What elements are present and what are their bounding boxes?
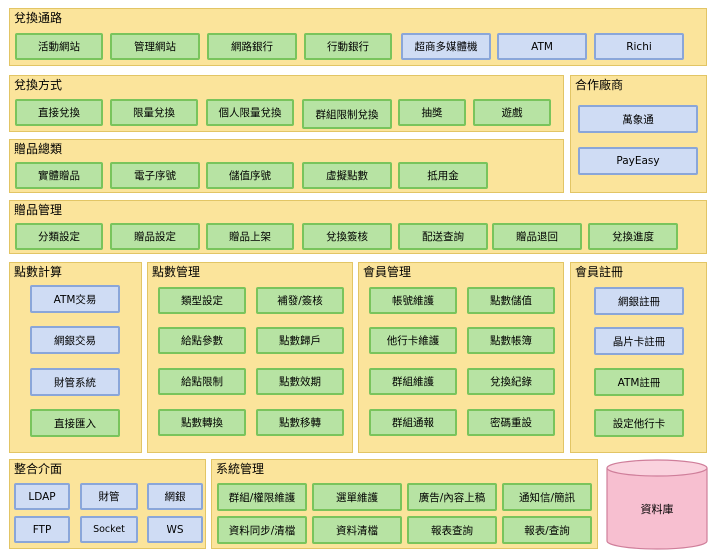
method-game[interactable]: 遊戲 — [473, 99, 551, 126]
gift-mgmt-settings[interactable]: 贈品設定 — [110, 223, 200, 250]
panel-redeem-methods: 兌換方式 直接兌換 限量兌換 個人限量兌換 群組限制兌換 抽獎 遊戲 — [9, 75, 564, 132]
partner-payeasy[interactable]: PayEasy — [578, 147, 698, 175]
gift-mgmt-return[interactable]: 贈品退回 — [492, 223, 582, 250]
sys-group-permission[interactable]: 群組/權限維護 — [217, 483, 307, 511]
panel-gift-management: 贈品管理 分類設定 贈品設定 贈品上架 兌換簽核 配送查詢 贈品退回 兌換進度 — [9, 200, 707, 254]
member-points-topup[interactable]: 點數儲值 — [467, 287, 555, 314]
panel-title: 兌換通路 — [14, 11, 63, 25]
register-other-card[interactable]: 設定他行卡 — [594, 409, 684, 437]
points-account-merge[interactable]: 點數歸戶 — [256, 327, 344, 354]
panel-title: 會員註冊 — [575, 265, 624, 279]
gift-mgmt-delivery[interactable]: 配送查詢 — [398, 223, 488, 250]
calc-atm[interactable]: ATM交易 — [30, 285, 120, 313]
database-icon: 資料庫 — [606, 459, 708, 550]
register-netbank[interactable]: 網銀註冊 — [594, 287, 684, 315]
sys-data-sync[interactable]: 資料同步/清檔 — [217, 516, 307, 544]
panel-title: 合作廠商 — [575, 78, 624, 92]
panel-points-calc: 點數計算 ATM交易 網銀交易 財管系統 直接匯入 — [9, 262, 142, 453]
sys-report-lookup[interactable]: 報表/查詢 — [502, 516, 592, 544]
partner-wanxiangtong[interactable]: 萬象通 — [578, 105, 698, 133]
member-other-card-maint[interactable]: 他行卡維護 — [369, 327, 457, 354]
panel-title: 贈品管理 — [14, 203, 63, 217]
panel-title: 點數管理 — [152, 265, 201, 279]
member-group-notice[interactable]: 群組通報 — [369, 409, 457, 436]
calc-netbank[interactable]: 網銀交易 — [30, 326, 120, 354]
gift-mgmt-category[interactable]: 分類設定 — [15, 223, 103, 250]
sys-ad-content[interactable]: 廣告/內容上稿 — [407, 483, 497, 511]
method-personal-limited[interactable]: 個人限量兌換 — [206, 99, 294, 126]
points-reissue-approve[interactable]: 補發/簽核 — [256, 287, 344, 314]
gift-mgmt-approval[interactable]: 兌換簽核 — [302, 223, 392, 250]
panel-title: 會員管理 — [363, 265, 412, 279]
panel-integration: 整合介面 LDAP 財管 網銀 FTP Socket WS — [9, 459, 206, 549]
gift-voucher[interactable]: 抵用金 — [398, 162, 488, 189]
panel-redeem-channels: 兌換通路 活動網站 管理網站 網路銀行 行動銀行 超商多媒體機 ATM Rich… — [9, 8, 707, 66]
sys-report-query[interactable]: 報表查詢 — [407, 516, 497, 544]
member-group-maint[interactable]: 群組維護 — [369, 368, 457, 395]
integration-ws[interactable]: WS — [147, 516, 203, 543]
points-type-settings[interactable]: 類型設定 — [158, 287, 246, 314]
register-atm[interactable]: ATM註冊 — [594, 368, 684, 396]
gift-stored-serial[interactable]: 儲值序號 — [206, 162, 294, 189]
points-transfer[interactable]: 點數移轉 — [256, 409, 344, 436]
panel-points-management: 點數管理 類型設定 補發/簽核 給點參數 點數歸戶 給點限制 點數效期 點數轉換… — [147, 262, 353, 453]
panel-partners: 合作廠商 萬象通 PayEasy — [570, 75, 707, 193]
member-password-reset[interactable]: 密碼重設 — [467, 409, 555, 436]
integration-netbank[interactable]: 網銀 — [147, 483, 203, 510]
panel-title: 系統管理 — [216, 462, 265, 476]
points-conversion[interactable]: 點數轉換 — [158, 409, 246, 436]
integration-ldap[interactable]: LDAP — [14, 483, 70, 510]
database-cylinder[interactable]: 資料庫 — [606, 459, 708, 551]
method-direct[interactable]: 直接兌換 — [15, 99, 103, 126]
method-lottery[interactable]: 抽獎 — [398, 99, 466, 126]
sys-data-purge[interactable]: 資料清檔 — [312, 516, 402, 544]
channel-kiosk[interactable]: 超商多媒體機 — [401, 33, 491, 60]
points-expiry[interactable]: 點數效期 — [256, 368, 344, 395]
sys-notify-sms[interactable]: 通知信/簡訊 — [502, 483, 592, 511]
channel-mobile-bank[interactable]: 行動銀行 — [304, 33, 392, 60]
points-grant-params[interactable]: 給點參數 — [158, 327, 246, 354]
member-account-maint[interactable]: 帳號維護 — [369, 287, 457, 314]
panel-title: 整合介面 — [14, 462, 63, 476]
integration-wealth[interactable]: 財管 — [80, 483, 138, 510]
panel-member-management: 會員管理 帳號維護 點數儲值 他行卡維護 點數帳簿 群組維護 兌換紀錄 群組通報… — [358, 262, 564, 453]
panel-gift-types: 贈品總類 實體贈品 電子序號 儲值序號 虛擬點數 抵用金 — [9, 139, 564, 193]
channel-internet-bank[interactable]: 網路銀行 — [207, 33, 297, 60]
panel-title: 點數計算 — [14, 265, 63, 279]
channel-atm[interactable]: ATM — [497, 33, 587, 60]
integration-ftp[interactable]: FTP — [14, 516, 70, 543]
channel-richi[interactable]: Richi — [594, 33, 684, 60]
panel-member-registration: 會員註冊 網銀註冊 晶片卡註冊 ATM註冊 設定他行卡 — [570, 262, 707, 453]
gift-mgmt-progress[interactable]: 兌換進度 — [588, 223, 678, 250]
panel-title: 兌換方式 — [14, 78, 63, 92]
database-label: 資料庫 — [641, 502, 674, 516]
gift-e-serial[interactable]: 電子序號 — [110, 162, 200, 189]
points-grant-limit[interactable]: 給點限制 — [158, 368, 246, 395]
gift-virtual-points[interactable]: 虛擬點數 — [302, 162, 392, 189]
register-chip-card[interactable]: 晶片卡註冊 — [594, 327, 684, 355]
method-limited[interactable]: 限量兌換 — [110, 99, 198, 126]
gift-mgmt-listing[interactable]: 贈品上架 — [206, 223, 294, 250]
method-group-limited[interactable]: 群組限制兌換 — [302, 99, 392, 129]
member-redeem-records[interactable]: 兌換紀錄 — [467, 368, 555, 395]
member-points-ledger[interactable]: 點數帳簿 — [467, 327, 555, 354]
calc-wealth-system[interactable]: 財管系統 — [30, 368, 120, 396]
sys-menu-maint[interactable]: 選單維護 — [312, 483, 402, 511]
gift-physical[interactable]: 實體贈品 — [15, 162, 103, 189]
channel-admin-site[interactable]: 管理網站 — [110, 33, 200, 60]
channel-event-site[interactable]: 活動網站 — [15, 33, 103, 60]
panel-system-management: 系統管理 群組/權限維護 選單維護 廣告/內容上稿 通知信/簡訊 資料同步/清檔… — [211, 459, 598, 549]
panel-title: 贈品總類 — [14, 142, 63, 156]
integration-socket[interactable]: Socket — [80, 516, 138, 543]
calc-direct-import[interactable]: 直接匯入 — [30, 409, 120, 437]
